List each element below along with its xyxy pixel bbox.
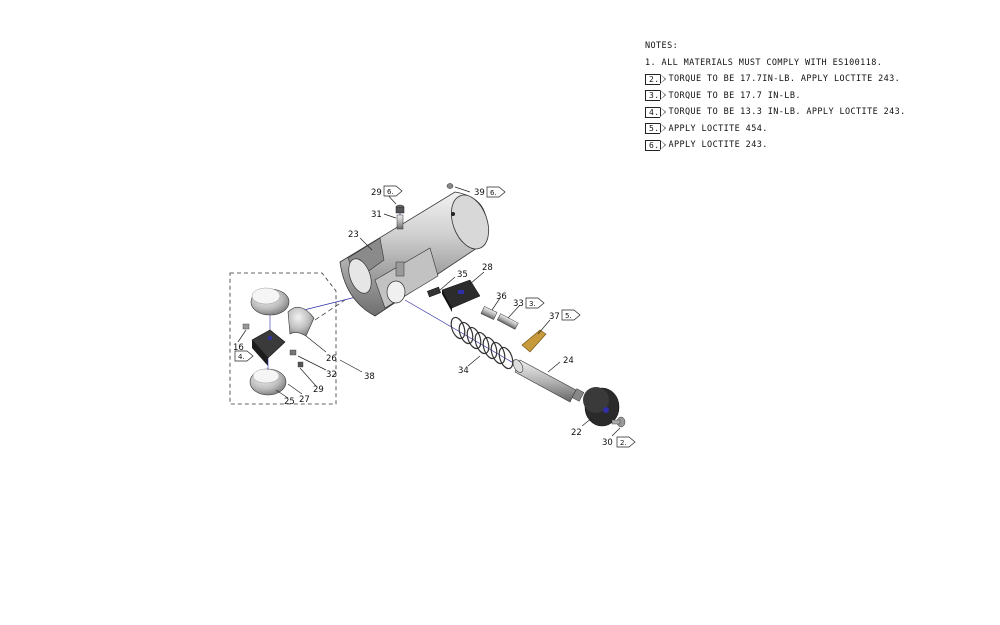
pin-part: [427, 286, 441, 298]
pin-part: [480, 306, 498, 320]
note-text: APPLY LOCTITE 454.: [668, 123, 768, 134]
callout-29: 29: [371, 188, 382, 198]
jaw-part: [287, 306, 315, 337]
note-flag: 3.: [645, 90, 668, 102]
callout-22: 22: [571, 428, 582, 438]
note-flag-16: 4.: [234, 350, 254, 362]
screw-part: [496, 313, 519, 330]
callout-16: 16: [233, 343, 244, 353]
callout-27: 27: [299, 395, 310, 405]
screw-part: [446, 183, 454, 189]
leader-lines: [237, 186, 621, 437]
callout-29-detail: 29: [313, 385, 324, 395]
set-screw-part: [395, 204, 405, 214]
svg-text:2.: 2.: [620, 439, 627, 447]
svg-text:6.: 6.: [387, 188, 394, 196]
note-1: 1. ALL MATERIALS MUST COMPLY WITH ES1001…: [645, 55, 906, 72]
detail-boundary: [229, 272, 337, 405]
note-text: 1. ALL MATERIALS MUST COMPLY WITH ES1001…: [645, 57, 883, 68]
puck-part: [249, 368, 287, 396]
callout-31: 31: [371, 210, 382, 220]
callout-34: 34: [458, 366, 469, 376]
spring-part: [450, 316, 514, 370]
note-text: TORQUE TO BE 17.7IN-LB. APPLY LOCTITE 24…: [668, 74, 901, 84]
note-text: APPLY LOCTITE 243.: [668, 140, 768, 150]
note-3: 3. TORQUE TO BE 17.7 IN-LB.: [645, 88, 906, 105]
knob-part: [583, 387, 620, 427]
callout-36: 36: [496, 292, 507, 302]
callout-38: 38: [364, 372, 375, 382]
puck-part: [250, 287, 290, 316]
screw-part: [611, 416, 626, 428]
note-2: 2. TORQUE TO BE 17.7IN-LB. APPLY LOCTITE…: [645, 71, 906, 88]
block-part: [251, 329, 286, 366]
notes-title: NOTES:: [645, 41, 679, 51]
callout-23: 23: [348, 230, 359, 240]
callout-33: 33: [513, 299, 524, 309]
callout-32: 32: [326, 370, 337, 380]
svg-text:3.: 3.: [529, 300, 536, 308]
callout-26: 26: [326, 354, 337, 364]
note-5: 5. APPLY LOCTITE 454.: [645, 121, 906, 138]
note-flag: 4.: [645, 106, 668, 118]
callout-37: 37: [549, 312, 560, 322]
note-flag-30: 2.: [616, 436, 636, 448]
note-text: TORQUE TO BE 17.7 IN-LB.: [668, 90, 801, 101]
note-flag-39: 6.: [486, 186, 506, 198]
block-part: [441, 279, 481, 312]
callout-39: 39: [474, 188, 485, 198]
housing-part: [339, 191, 490, 317]
screw-part: [289, 349, 297, 356]
callout-25: 25: [284, 397, 295, 407]
callout-30: 30: [602, 438, 613, 448]
note-flag: 6.: [645, 139, 668, 151]
note-text: TORQUE TO BE 13.3 IN-LB. APPLY LOCTITE 2…: [668, 107, 906, 117]
callout-24: 24: [563, 356, 574, 366]
note-4: 4. TORQUE TO BE 13.3 IN-LB. APPLY LOCTIT…: [645, 104, 906, 121]
axis-line: [314, 299, 346, 321]
note-flag-33: 3.: [525, 297, 545, 309]
svg-text:6.: 6.: [490, 189, 497, 197]
svg-text:5.: 5.: [565, 312, 572, 320]
plate-part: [521, 329, 547, 353]
screw-part: [242, 323, 250, 330]
note-flag-29: 6.: [383, 185, 403, 197]
notes-block: NOTES: 1. ALL MATERIALS MUST COMPLY WITH…: [645, 38, 906, 154]
rod-part: [512, 359, 585, 403]
pin-part: [396, 214, 404, 230]
callout-28: 28: [482, 263, 493, 273]
note-6: 6. APPLY LOCTITE 243.: [645, 137, 906, 154]
note-flag: 5.: [645, 123, 668, 135]
note-flag: 2.: [645, 73, 668, 85]
callout-35: 35: [457, 270, 468, 280]
note-flag-37: 5.: [561, 309, 581, 321]
svg-text:4.: 4.: [238, 353, 245, 361]
screw-part: [297, 361, 304, 368]
